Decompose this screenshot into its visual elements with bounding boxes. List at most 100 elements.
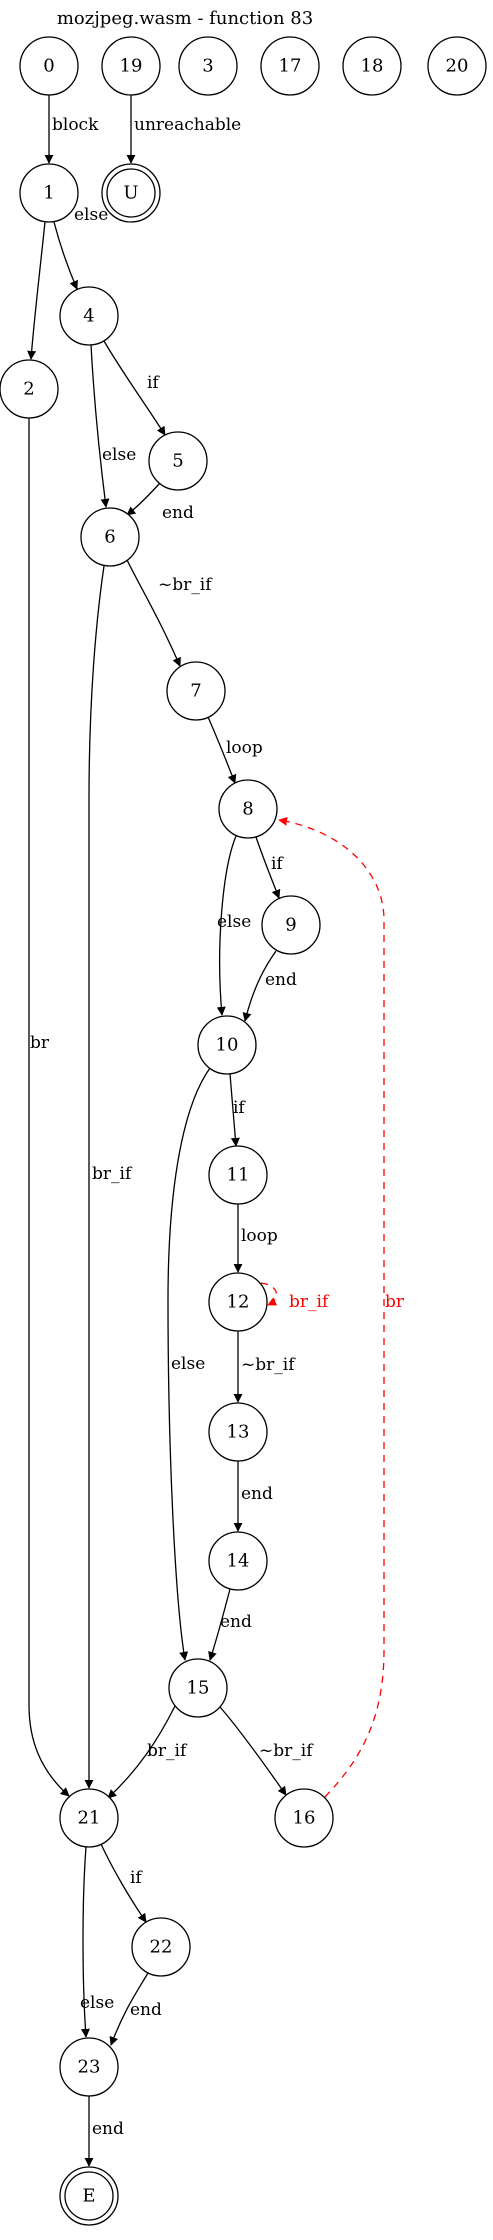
edge-label: loop	[226, 738, 263, 758]
edge-line	[109, 1972, 149, 2046]
edge-4-5: if	[103, 340, 166, 436]
edge-line	[242, 950, 277, 1022]
node-circle	[19, 36, 79, 96]
node-circle	[0, 359, 59, 419]
node-E: E	[59, 2166, 119, 2226]
edge-6-7: ~br_if	[126, 559, 213, 667]
edge-14-15: end	[208, 1588, 252, 1661]
node-circle	[178, 36, 238, 96]
edge-0-1: block	[44, 95, 99, 164]
node-circle	[218, 779, 278, 839]
edge-9-10: end	[242, 950, 297, 1022]
node-3: 3	[178, 36, 238, 96]
edge-label: loop	[241, 1226, 278, 1246]
node-label: 10	[216, 1035, 239, 1056]
edge-label: unreachable	[134, 115, 241, 135]
node-11: 11	[208, 1145, 268, 1205]
edge-line	[229, 1073, 240, 1147]
node-20: 20	[427, 36, 487, 96]
edge-line	[260, 1282, 278, 1306]
edge-label: if	[130, 1868, 143, 1888]
edge-7-8: loop	[207, 716, 263, 784]
node-12: 12	[208, 1272, 268, 1332]
node-label: 20	[446, 56, 469, 77]
node-label: 18	[361, 56, 384, 77]
node-label: 11	[227, 1165, 250, 1186]
node-inner-ring	[64, 2171, 114, 2221]
edge-label: br_if	[92, 1164, 133, 1184]
edge-label: end	[92, 2119, 124, 2139]
node-circle	[101, 36, 161, 96]
node-13: 13	[208, 1402, 268, 1462]
edge-line	[80, 1846, 90, 2038]
edge-4-6: else	[90, 344, 136, 508]
node-7: 7	[166, 661, 226, 721]
node-16: 16	[274, 1788, 334, 1848]
node-14: 14	[208, 1531, 268, 1591]
node-2: 2	[0, 359, 59, 419]
node-circle	[208, 1272, 268, 1332]
edge-label: br_if	[147, 1741, 188, 1761]
edge-label: else	[80, 1993, 114, 2013]
edge-line	[90, 344, 110, 508]
node-circle	[260, 36, 320, 96]
node-label: E	[82, 2186, 95, 2207]
edge-label: if	[233, 1098, 246, 1118]
edge-label: block	[52, 115, 99, 135]
edge-11-12: loop	[233, 1204, 278, 1273]
node-9: 9	[261, 895, 321, 955]
node-1: 1	[19, 163, 79, 223]
edge-label: ~br_if	[259, 1741, 314, 1761]
node-circle	[274, 1788, 334, 1848]
edge-16-8: br	[278, 816, 405, 1798]
edge-line	[126, 559, 181, 667]
node-21: 21	[59, 1788, 119, 1848]
node-8: 8	[218, 779, 278, 839]
edge-line	[207, 716, 237, 784]
edge-12-13: ~br_if	[233, 1331, 296, 1403]
edge-8-9: if	[255, 836, 284, 899]
edge-line	[255, 836, 281, 899]
edge-label: if	[271, 854, 284, 874]
node-label: 13	[227, 1422, 250, 1443]
node-label: 2	[23, 379, 34, 400]
node-label: 8	[242, 799, 253, 820]
node-label: 0	[43, 56, 54, 77]
edge-label: end	[162, 503, 194, 523]
node-label: U	[123, 183, 138, 204]
edge-label: end	[220, 1612, 252, 1632]
edge-10-15: else	[167, 1067, 211, 1661]
node-label: 4	[83, 306, 94, 327]
edge-23-E: end	[84, 2096, 124, 2167]
node-label: 17	[279, 56, 302, 77]
edge-15-21: br_if	[107, 1705, 188, 1799]
node-circle	[168, 1658, 228, 1718]
node-22: 22	[131, 1917, 191, 1977]
node-circle	[80, 507, 140, 567]
node-circle	[208, 1145, 268, 1205]
node-label: 9	[285, 915, 296, 936]
node-label: 5	[172, 451, 183, 472]
node-6: 6	[80, 507, 140, 567]
edge-21-22: if	[100, 1843, 147, 1923]
edge-22-23: end	[109, 1972, 162, 2046]
node-circle	[261, 895, 321, 955]
node-10: 10	[197, 1015, 257, 1075]
edge-label: end	[130, 2000, 162, 2020]
edge-21-23: else	[80, 1846, 114, 2038]
edge-5-6: end	[126, 482, 194, 523]
edge-line	[167, 1067, 211, 1661]
edge-label: br	[385, 1292, 405, 1312]
node-circle	[208, 1402, 268, 1462]
node-circle	[197, 1015, 257, 1075]
edge-line	[216, 835, 237, 1016]
node-label: 16	[293, 1808, 316, 1829]
edge-line	[27, 221, 46, 360]
edge-label: else	[217, 912, 251, 932]
edge-19-U: unreachable	[126, 95, 241, 164]
node-circle	[59, 2037, 119, 2097]
edge-label: ~br_if	[158, 575, 213, 595]
edge-line	[126, 482, 161, 516]
